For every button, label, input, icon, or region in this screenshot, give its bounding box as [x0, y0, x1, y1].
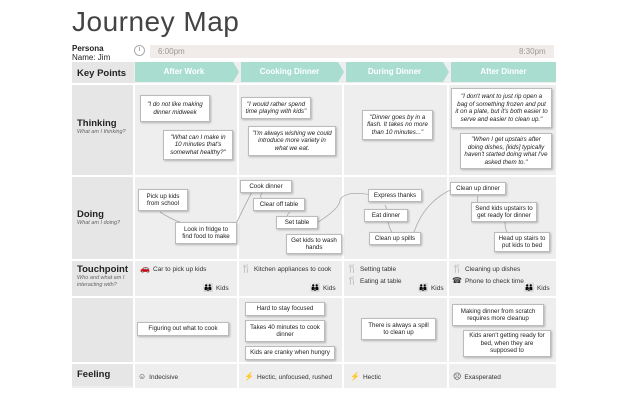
feeling-item: ⚡Hectic: [350, 372, 382, 381]
lightning-icon: ⚡: [350, 372, 360, 381]
feeling-item: ☹Exasperated: [453, 372, 501, 381]
doing-note: Head up stairs to put kids to bed: [494, 232, 550, 252]
painpoint-note: Kids aren't getting ready for bed, when …: [463, 330, 551, 357]
doing-note: Send kids upstairs to get ready for dinn…: [471, 202, 537, 222]
touchpoint-item: 🍴Cleaning up dishes: [452, 264, 521, 273]
stage-header-cooking-dinner: Cooking Dinner: [241, 62, 338, 82]
touchpoint-item: ☎Phone to check time: [452, 276, 524, 285]
timeline-start: 6:00pm: [158, 47, 185, 56]
doing-note: Express thanks: [368, 189, 422, 202]
kids-icon: 👪: [203, 283, 213, 292]
doing-note: Pick up kids from school: [138, 189, 188, 211]
doing-note: Set table: [276, 216, 318, 229]
touchpoint-item: 🚗Car to pick up kids: [140, 264, 207, 273]
timeline-bar: [150, 45, 554, 58]
lightning-icon: ⚡: [244, 372, 254, 381]
utensils-icon: 🍴: [452, 264, 462, 273]
touchpoint-item: 🍴Kitchen appliances to cook: [241, 264, 332, 273]
stage-header-after-work: After Work: [135, 62, 233, 82]
clock-icon: [134, 45, 145, 56]
thinking-note: "I'm always wishing we could introduce m…: [248, 126, 336, 156]
row-key-points: Key Points: [77, 68, 127, 79]
doing-note: Clear off table: [253, 198, 305, 211]
kids-icon: 👪: [524, 283, 534, 292]
stage-header-after-dinner: After Dinner: [451, 62, 556, 82]
row-doing-title: Doing: [77, 209, 104, 220]
persona-name: Name: Jim: [72, 53, 111, 62]
row-touchpoint-title: Touchpoint: [77, 264, 129, 275]
doing-note: Look in fridge to find food to make: [175, 222, 237, 244]
stage-arrow: [443, 62, 449, 82]
painpoint-note: Hard to stay focused: [245, 302, 325, 316]
doing-note: Get kids to wash hands: [286, 234, 342, 254]
timeline-end: 8:30pm: [519, 47, 546, 56]
row-touchpoint-subtitle: Who and what am I interacting with?: [77, 275, 125, 288]
painpoint-note: Kids are cranky when hungry: [245, 346, 335, 360]
touchpoint-item: 👪Kids: [310, 283, 336, 292]
stage-arrow: [233, 62, 239, 82]
feeling-item: ☺Indecisive: [138, 372, 179, 381]
touchpoint-item: 👪Kids: [203, 283, 229, 292]
utensils-icon: 🍴: [347, 276, 357, 285]
page-title: Journey Map: [72, 6, 240, 37]
utensils-icon: 🍴: [347, 264, 357, 273]
row-doing-subtitle: What am I doing?: [77, 220, 121, 226]
neutral-face-icon: ☺: [138, 372, 147, 381]
car-icon: 🚗: [140, 264, 150, 273]
row-thinking-subtitle: What am I thinking?: [77, 129, 126, 135]
thinking-note: "I do not like making dinner midweek: [140, 95, 210, 122]
doing-note: Clean up spills: [369, 232, 421, 245]
row-label-column: [72, 62, 134, 386]
row-feeling: Feeling: [77, 369, 111, 380]
doing-note: Cook dinner: [240, 180, 292, 193]
row-thinking-title: Thinking: [77, 118, 117, 129]
doing-note: Clean up dinner: [450, 182, 506, 195]
thinking-note: "Dinner goes by in a flash. It takes no …: [362, 110, 433, 140]
stage-header-during-dinner: During Dinner: [346, 62, 443, 82]
painpoint-note: Making dinner from scratch requires more…: [452, 304, 544, 326]
painpoint-note: Figuring out what to cook: [137, 322, 229, 336]
touchpoint-item: 🍴Setting table: [347, 264, 397, 273]
doing-note: Eat dinner: [364, 209, 408, 222]
frown-face-icon: ☹: [453, 372, 462, 381]
touchpoint-item: 🍴Eating at table: [347, 276, 402, 285]
painpoint-note: Takes 40 minutes to cook dinner: [245, 320, 325, 342]
thinking-note: "I would rather spend time playing with …: [241, 97, 311, 119]
thinking-note: "I don't want to just rip open a bag of …: [451, 88, 552, 128]
touchpoint-item: 👪Kids: [418, 283, 444, 292]
kids-icon: 👪: [418, 283, 428, 292]
feeling-item: ⚡Hectic, unfocused, rushed: [244, 372, 333, 381]
utensils-icon: 🍴: [241, 264, 251, 273]
phone-icon: ☎: [452, 276, 462, 285]
touchpoint-item: 👪Kids: [524, 283, 550, 292]
thinking-note: "When I get upstairs after doing dishes,…: [460, 133, 552, 169]
thinking-note: "What can I make in 10 minutes that's so…: [163, 130, 233, 160]
stage-arrow: [338, 62, 344, 82]
kids-icon: 👪: [310, 283, 320, 292]
painpoint-note: There is always a spill to clean up: [361, 318, 436, 340]
persona-label: Persona: [72, 44, 104, 53]
